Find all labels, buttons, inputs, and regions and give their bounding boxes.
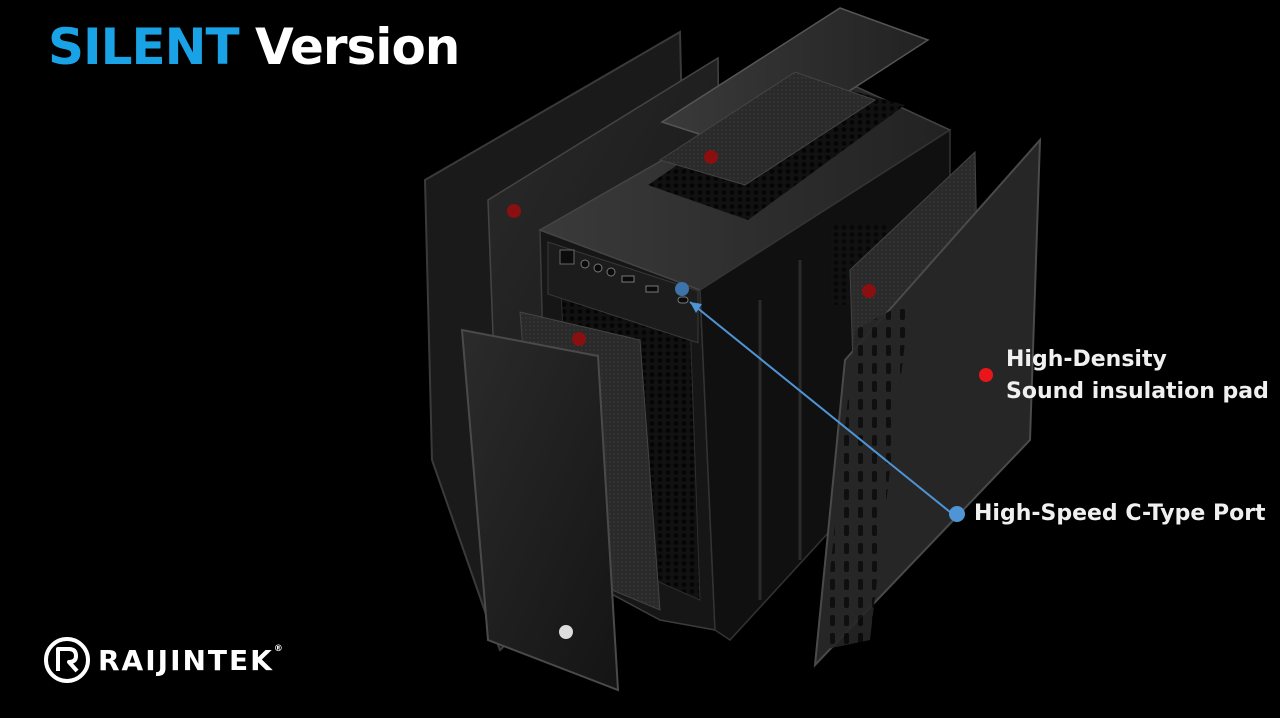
brand-logo: RAIJINTEK®	[44, 636, 285, 684]
raijintek-logo-icon	[44, 637, 90, 683]
io-usb-1	[621, 275, 635, 283]
title-rest: Version	[255, 18, 460, 76]
pad-callout-label: High-Density Sound insulation pad	[1006, 344, 1269, 408]
port-marker-case	[675, 282, 689, 296]
io-audio-3	[606, 267, 616, 277]
port-callout-line	[689, 301, 951, 513]
port-callout-label: High-Speed C-Type Port	[974, 501, 1266, 526]
pad-marker-right	[862, 284, 876, 298]
pad-legend-dot	[979, 368, 993, 382]
io-audio-1	[580, 259, 590, 269]
io-audio-2	[593, 263, 603, 273]
io-usb-c	[677, 296, 689, 304]
port-callout-arrow	[690, 302, 702, 313]
brand-name: RAIJINTEK®	[98, 643, 285, 677]
front-cover-logo	[559, 625, 573, 639]
port-legend-dot	[949, 506, 965, 522]
pad-marker-front	[572, 332, 586, 346]
front-cover	[460, 328, 620, 692]
title-accent: SILENT	[48, 18, 240, 76]
pad-callout-line2: Sound insulation pad	[1006, 379, 1269, 404]
power-button	[559, 249, 575, 265]
side-panel-vents	[822, 300, 910, 650]
pad-callout-line1: High-Density	[1006, 347, 1167, 372]
pad-marker-top	[704, 150, 718, 164]
page-title: SILENT Version	[48, 18, 460, 76]
pad-marker-left	[507, 204, 521, 218]
io-usb-2	[645, 285, 659, 293]
